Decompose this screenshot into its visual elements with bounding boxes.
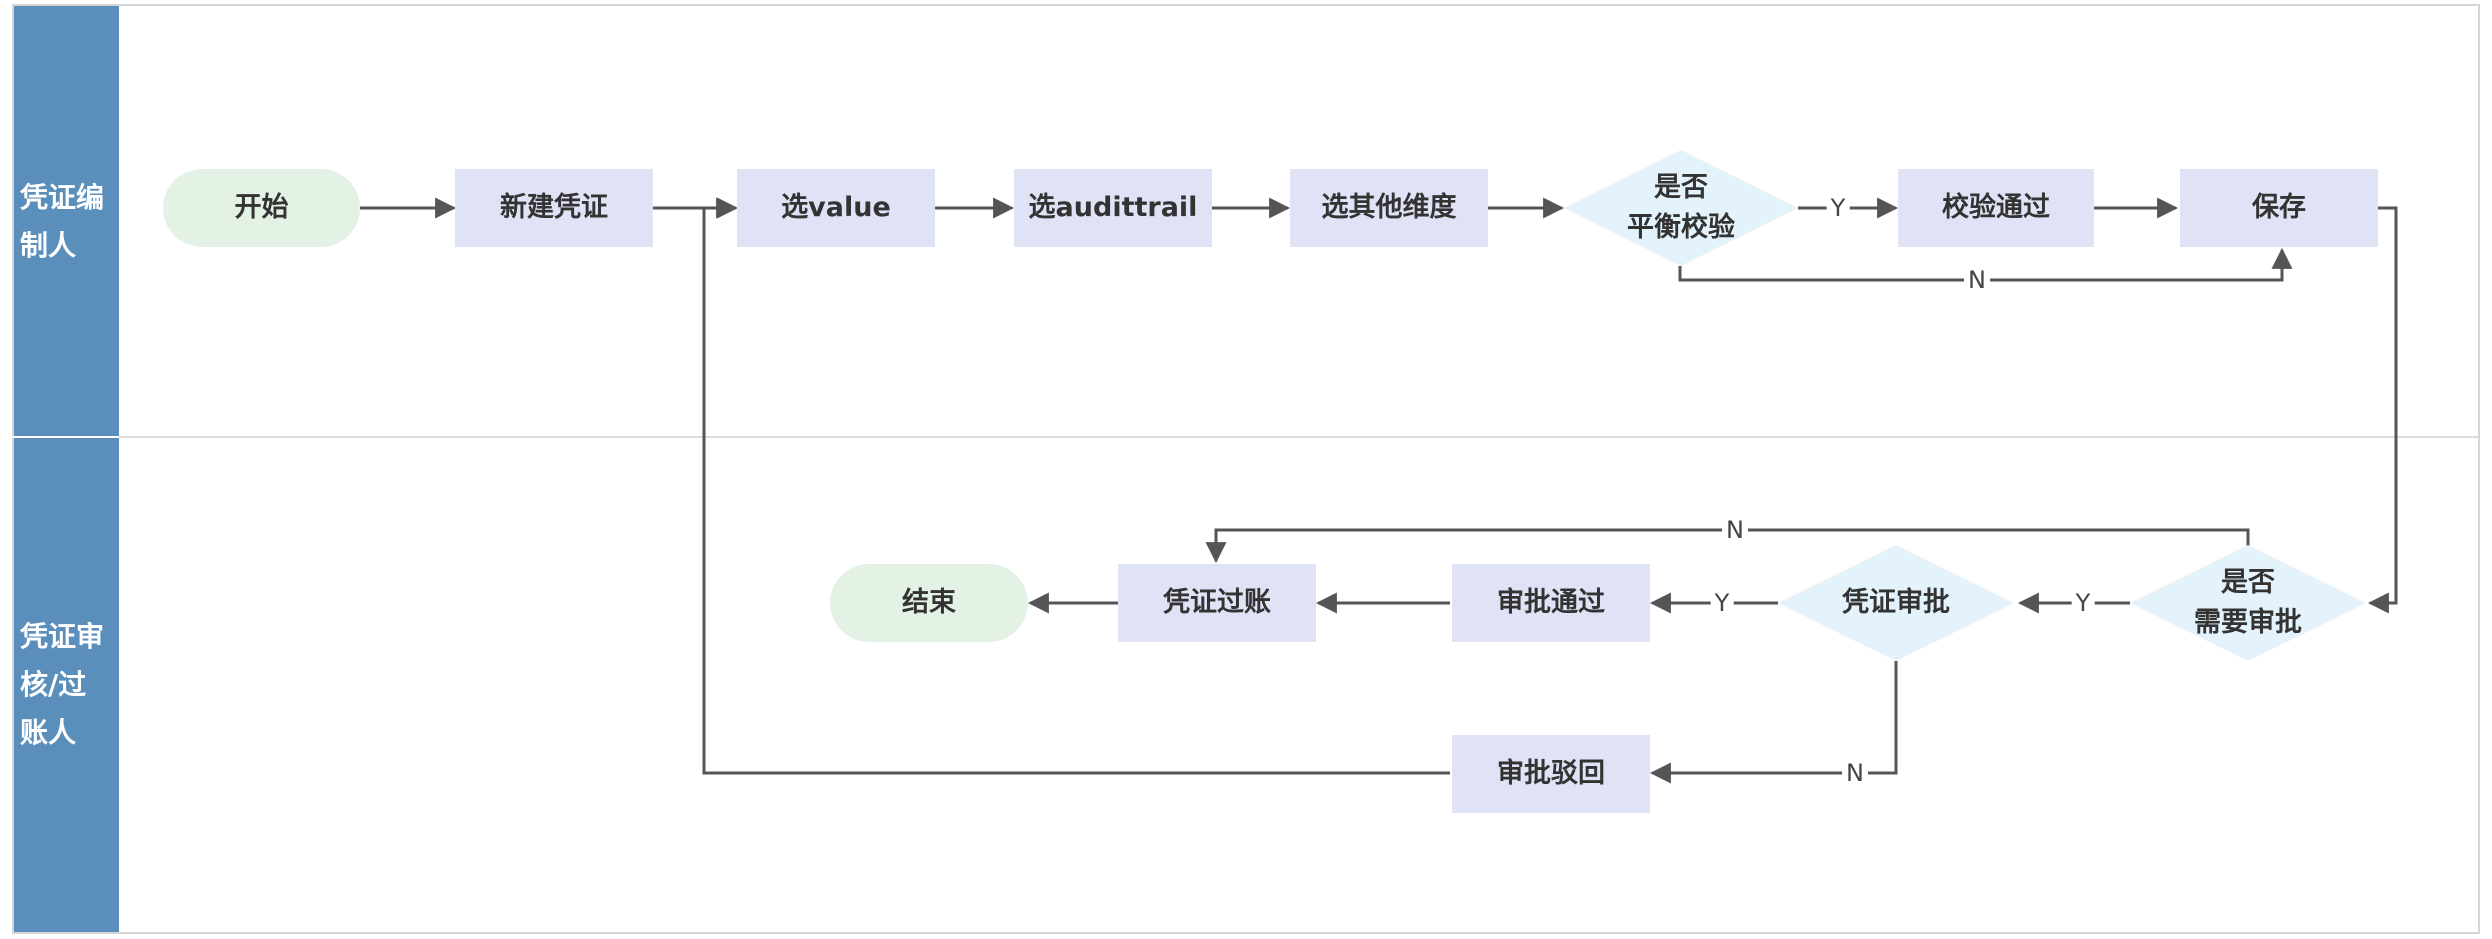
node-select-audittrail: 选audittrail: [1014, 169, 1212, 247]
node-need-approval: 是否 需要审批: [2130, 545, 2366, 661]
node-select-dimensions-label: 选其他维度: [1321, 192, 1457, 223]
edge-approval-no: [1649, 661, 1898, 784]
node-new-voucher: 新建凭证: [455, 169, 653, 247]
lane-header-preparer: 凭证编 制人: [14, 6, 119, 436]
node-new-voucher-label: 新建凭证: [500, 192, 608, 223]
node-start: 开始: [163, 169, 360, 247]
node-voucher-approval: 凭证审批: [1778, 545, 2014, 661]
label-need-approval-no: N: [1722, 516, 1748, 544]
node-voucher-posting-label: 凭证过账: [1163, 587, 1271, 618]
node-select-value-label: 选value: [781, 192, 891, 223]
label-balance-yes: Y: [1826, 194, 1850, 222]
lane-header-approver: 凭证审 核/过 账人: [14, 438, 119, 932]
decision-diamond: [1778, 545, 2014, 661]
edge-rejected-back: [702, 197, 1450, 775]
label-need-approval-yes: Y: [2071, 589, 2095, 617]
node-balance-check-label: 是否 平衡校验: [1627, 172, 1735, 243]
node-start-label: 开始: [234, 192, 289, 223]
node-select-dimensions: 选其他维度: [1290, 169, 1488, 247]
label-approval-yes: Y: [1710, 589, 1734, 617]
node-approval-rejected-label: 审批驳回: [1497, 758, 1605, 789]
node-check-passed-label: 校验通过: [1942, 192, 2050, 223]
node-balance-check: 是否 平衡校验: [1564, 150, 1798, 266]
node-voucher-posting: 凭证过账: [1118, 564, 1316, 642]
decision-diamond: [1564, 150, 1798, 266]
lane-label-approver: 凭证审 核/过 账人: [20, 620, 105, 749]
node-select-value: 选value: [737, 169, 935, 247]
node-save: 保存: [2180, 169, 2378, 247]
diagram-frame: [12, 4, 2480, 934]
node-select-audittrail-label: 选audittrail: [1028, 192, 1198, 223]
node-voucher-approval-label: 凭证审批: [1842, 587, 1950, 618]
node-end: 结束: [830, 564, 1028, 642]
node-check-passed: 校验通过: [1898, 169, 2094, 247]
label-approval-no: N: [1842, 759, 1868, 787]
node-save-label: 保存: [2252, 192, 2306, 223]
node-approval-rejected: 审批驳回: [1452, 735, 1650, 813]
lane-header-separator: [12, 436, 119, 438]
node-end-label: 结束: [902, 587, 956, 618]
node-approval-passed-label: 审批通过: [1497, 587, 1605, 618]
lane-label-preparer: 凭证编 制人: [20, 181, 105, 262]
label-balance-no: N: [1964, 266, 1990, 294]
edge-save-to-need-approval: [2367, 206, 2398, 614]
decision-diamond: [2130, 545, 2366, 661]
lane-divider: [119, 436, 2478, 438]
node-approval-passed: 审批通过: [1452, 564, 1650, 642]
node-need-approval-label: 是否 需要审批: [2194, 567, 2302, 638]
